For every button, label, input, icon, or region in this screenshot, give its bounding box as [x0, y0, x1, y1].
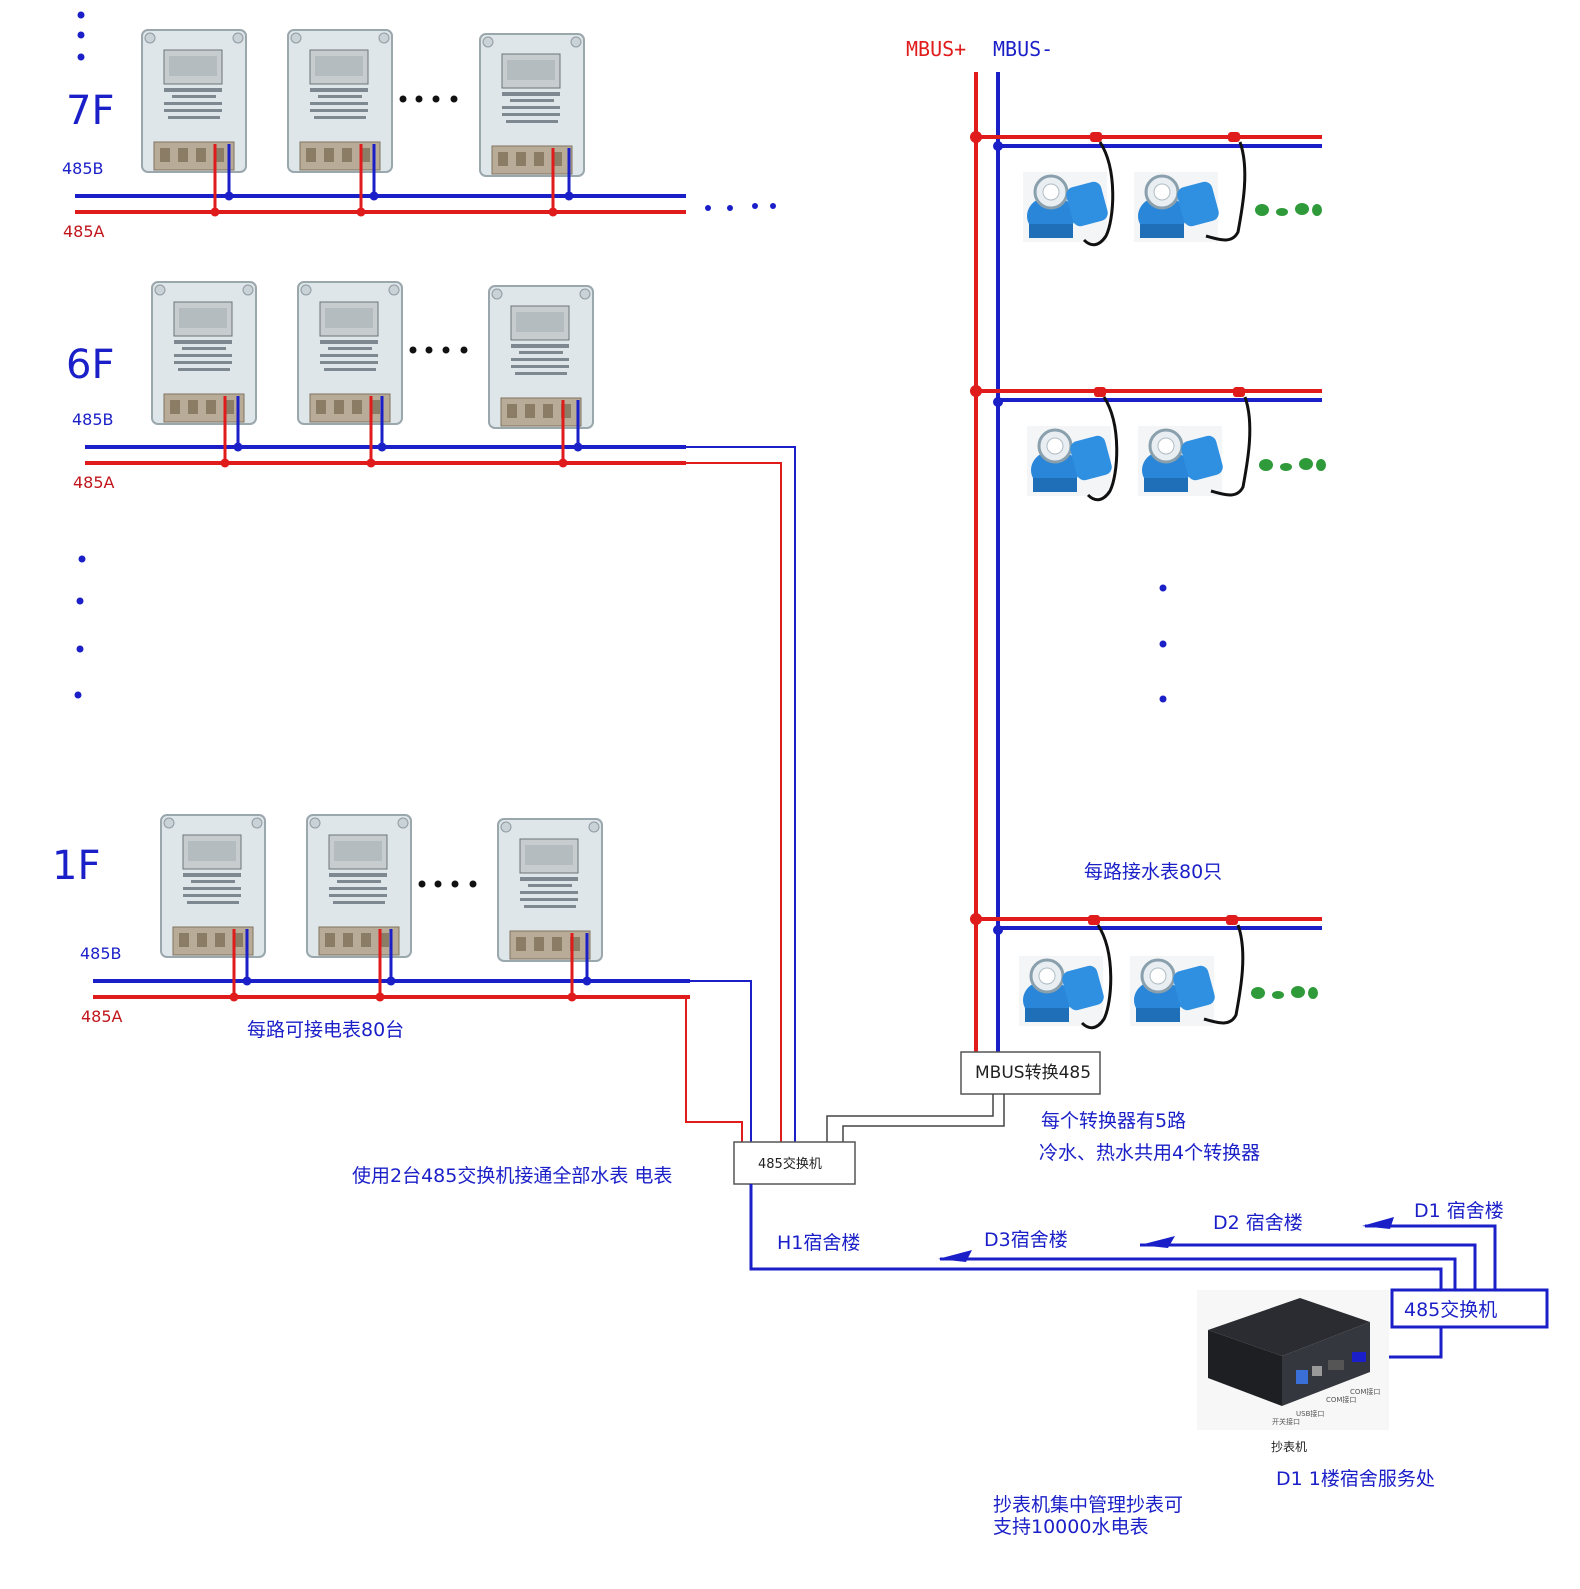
mbus-minus-label: MBUS-: [993, 37, 1053, 61]
water-meter-b1-1: [1021, 170, 1112, 244]
vertical-ellipsis-top: [77, 11, 85, 61]
reader-note-line2: 支持10000水电表: [993, 1516, 1148, 1538]
converter-count-note: 冷水、热水共用4个转换器: [1039, 1142, 1260, 1164]
converter-lines-note: 每个转换器有5路: [1041, 1110, 1186, 1132]
green-dots-b2: [1259, 458, 1326, 471]
reader-label: 抄表机: [1271, 1440, 1307, 1454]
port-label-com-1: COM接口: [1326, 1395, 1356, 1404]
switch-main-label: 485交换机: [1404, 1299, 1497, 1321]
mbus-converter: MBUS转换485 每个转换器有5路 冷水、热水共用4个转换器: [826, 1051, 1260, 1164]
switch-small-label: 485交换机: [758, 1156, 822, 1172]
mbus-trunk: MBUS+ MBUS- 每路接水表80只: [906, 37, 1326, 1052]
building-d3-label: D3宿舍楼: [984, 1229, 1068, 1251]
water-meter-b2-1: [1025, 424, 1116, 498]
floor-label-1f: 1F: [52, 843, 100, 889]
bus-b-label-1f: 485B: [80, 944, 122, 963]
water-per-line-note: 每路接水表80只: [1084, 861, 1222, 883]
building-d2-label: D2 宿舍楼: [1213, 1212, 1303, 1234]
electric-meter-6f-2: [297, 281, 403, 425]
electric-meter-1f-1: [160, 814, 266, 958]
ellipsis-6f: [409, 346, 468, 354]
mbus-plus-label: MBUS+: [906, 37, 966, 61]
floor-1f: 1F 485B 485A 每路可接电表80台: [52, 814, 752, 1142]
water-meter-b3-1: [1017, 954, 1108, 1028]
bus-a-label-6f: 485A: [73, 473, 115, 492]
port-label-com-2: COM接口: [1350, 1387, 1380, 1396]
meters-per-line-note: 每路可接电表80台: [247, 1019, 404, 1041]
building-d1-label: D1 宿舍楼: [1414, 1200, 1504, 1222]
reader-note-line1: 抄表机集中管理抄表可: [993, 1494, 1183, 1516]
ellipsis-1f: [418, 880, 477, 888]
building-h1-label: H1宿舍楼: [777, 1232, 860, 1254]
converter-label: MBUS转换485: [975, 1063, 1091, 1083]
green-dots-b1: [1255, 203, 1322, 216]
floor-label-6f: 6F: [66, 342, 114, 388]
port-label-usb: USB接口: [1296, 1409, 1324, 1418]
bus-b-label-7f: 485B: [62, 159, 104, 178]
reader-location-label: D1 1楼宿舍服务处: [1276, 1468, 1435, 1490]
switch-main: 485交换机: [1365, 1288, 1549, 1359]
bus-a-label-7f: 485A: [63, 222, 105, 241]
floor-7f: 7F 485B 485A: [62, 29, 776, 241]
electric-meter-1f-2: [306, 814, 412, 958]
ellipsis-7f-bus: [705, 203, 776, 211]
electric-meter-6f-1: [151, 281, 257, 425]
port-label-switch: 开关接口: [1272, 1417, 1300, 1426]
ellipsis-7f: [399, 95, 458, 103]
floor-6f: 6F 485B 485A: [66, 281, 796, 1142]
water-meter-b2-2: [1136, 424, 1227, 498]
vertical-ellipsis-mid: [74, 555, 86, 699]
bus-a-label-1f: 485A: [81, 1007, 123, 1026]
water-meter-b3-2: [1128, 954, 1219, 1028]
green-dots-b3: [1251, 986, 1318, 999]
floor-label-7f: 7F: [66, 88, 114, 134]
electric-meter-7f-2: [287, 29, 393, 173]
water-meter-b1-2: [1132, 170, 1223, 244]
reader-computer: 开关接口 USB接口 COM接口 COM接口 抄表机 D1 1楼宿舍服务处: [1197, 1290, 1435, 1490]
bus-b-label-6f: 485B: [72, 410, 114, 429]
switch-usage-note: 使用2台485交换机接通全部水表 电表: [352, 1165, 672, 1187]
building-links: H1宿舍楼 D3宿舍楼 D2 宿舍楼 D1 宿舍楼: [749, 1184, 1504, 1290]
switch-small: 485交换机 使用2台485交换机接通全部水表 电表: [352, 1141, 856, 1187]
